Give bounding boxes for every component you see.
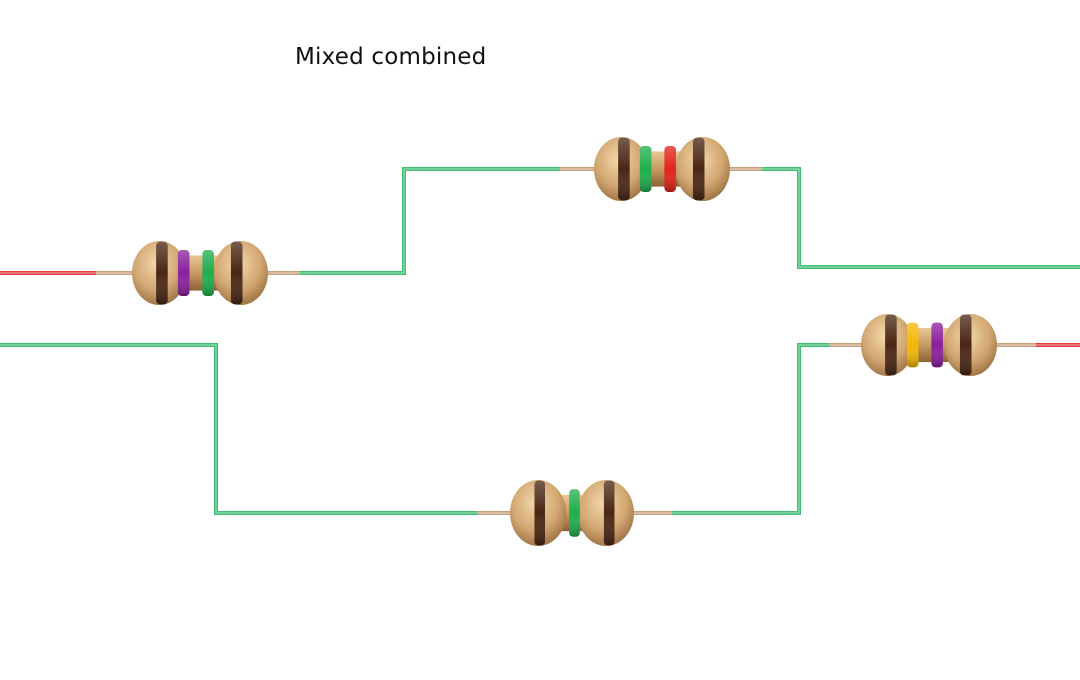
- diagram-title: Mixed combined: [295, 44, 487, 70]
- resistor-left: [132, 241, 268, 305]
- band-shading: [906, 322, 919, 368]
- band-shading: [534, 480, 546, 546]
- band-shading: [603, 480, 615, 546]
- band-shading: [959, 314, 972, 376]
- wires: [0, 167, 1080, 515]
- resistors: [132, 137, 998, 546]
- band-shading: [569, 489, 580, 537]
- band-shading: [931, 322, 943, 368]
- band-shading: [177, 249, 190, 297]
- band-shading: [202, 249, 214, 297]
- wire-top-return: [762, 167, 1080, 269]
- band-shading: [639, 145, 652, 193]
- band-shading: [618, 137, 630, 201]
- band-shading: [156, 241, 168, 305]
- band-shading: [664, 145, 676, 193]
- band-shading: [885, 314, 897, 376]
- wire-top-branch: [300, 167, 560, 275]
- resistor-right: [861, 314, 998, 376]
- wire-bottom-return: [672, 343, 830, 515]
- resistor-bottom: [510, 480, 634, 546]
- band-shading: [692, 137, 705, 201]
- band-shading: [230, 241, 243, 305]
- resistor-top: [594, 137, 730, 201]
- wire-bottom-branch: [0, 343, 478, 515]
